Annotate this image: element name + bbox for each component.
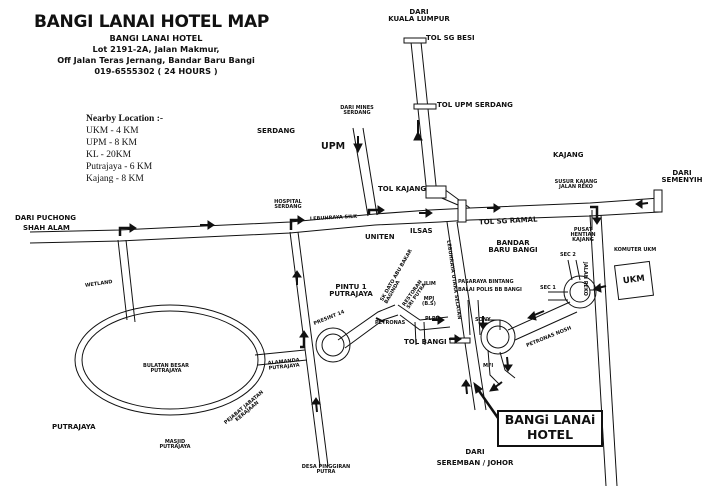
label-text: KAJANG [572, 237, 594, 243]
label-tol-upm-serdang: TOL UPM SERDANG [437, 101, 513, 109]
nearby-locations: Nearby Location :- UKM - 4 KM UPM - 8 KM… [86, 113, 163, 185]
label-ilsas: ILSAS [410, 227, 433, 235]
label-text: JALAN REKO [559, 184, 593, 190]
label-text: DARI PUCHONG [15, 214, 77, 222]
label-sony: SONY [475, 317, 491, 323]
label-kajang: KAJANG [553, 151, 584, 159]
label-text: SERDANG [343, 110, 371, 116]
label-desa-pinggiran-putra: DESA PINGGIRAN PUTRA [296, 465, 356, 475]
label-text: HENTIAN [570, 232, 596, 238]
hotel-name: BANGI LANAI HOTEL [109, 33, 203, 43]
label-mfi: MFI [483, 363, 494, 369]
label-dari-semenyih: DARI SEMENYIH [657, 170, 707, 184]
label-text: DARI [409, 8, 429, 16]
label-serdang: SERDANG [257, 127, 296, 135]
label-jalan-reko: JALAN REKO [582, 262, 588, 296]
label-komuter-ukm: KOMUTER UKM [614, 247, 657, 253]
ukm-building: UKM [614, 260, 654, 301]
label-text: PUSAT [573, 227, 593, 233]
label-dari-mines-serdang: DARI MINES SERDANG [332, 106, 382, 116]
label-ilim: ILIM [424, 281, 436, 287]
label-pasaraya-bintang: PASARAYA BINTANG BALAI POLIS BB BANGI [458, 278, 522, 294]
label-bandar-baru-bangi: BANDAR BARU BANGI [478, 240, 548, 254]
label-hospital-serdang: HOSPITAL SERDANG [268, 200, 308, 210]
label-sec-2: SEC 2 [560, 252, 576, 258]
label-text: PUTRAJAYA [150, 368, 182, 374]
label-dari-puchong: DARI PUCHONG SHAH ALAM [15, 213, 76, 233]
label-text: DESA PINGGIRAN [301, 464, 351, 470]
label-text: SEMENYIH [661, 176, 703, 184]
label-text: PUTRAJAYA [329, 290, 373, 298]
label-text: PUTRAJAYA [159, 444, 191, 450]
label-text: BARU BANGI [488, 246, 538, 254]
label-dari-kl: DARI KUALA LUMPUR [388, 8, 450, 23]
label-text: SERDANG [274, 204, 302, 210]
label-tol-sg-besi: TOL SG BESI [426, 34, 475, 42]
label-bulatan-besar-putrajaya: BULATAN BESAR PUTRAJAYA [138, 364, 194, 374]
nearby-item: Kajang - 8 KM [86, 174, 144, 184]
label-mpj: MPJ (B.S) [419, 297, 439, 307]
label-text: DARI [465, 448, 485, 456]
label-text: KUALA LUMPUR [388, 15, 450, 23]
label-text: BULATAN BESAR [143, 363, 189, 369]
label-upm: UPM [321, 141, 346, 152]
nearby-item: UPM - 8 KM [86, 138, 137, 148]
label-text: SUSUR KAJANG [554, 179, 598, 185]
label-pusat-hentian-kajang: PUSAT HENTIAN KAJANG [566, 228, 600, 243]
nearby-item: Putrajaya - 6 KM [86, 162, 153, 172]
label-tol-bangi: TOL BANGI [404, 338, 447, 346]
label-text: SEREMBAN / JOHOR [436, 459, 514, 467]
hotel-marker-box: BANGi LANAi HOTEL [497, 410, 603, 447]
label-pintu-1-putrajaya: PINTU 1 PUTRAJAYA [326, 284, 376, 298]
label-text: BALAI POLIS BB BANGI [458, 287, 522, 293]
address-line-1: Lot 2191-2A, Jalan Makmur, [92, 44, 220, 54]
label-text: (B.S) [422, 301, 436, 307]
hotel-marker-line1: BANGi LANAi [504, 412, 596, 427]
hotel-marker-line2: HOTEL [526, 427, 574, 442]
label-plpp: PLPP [425, 316, 440, 322]
nearby-item: UKM - 4 KM [86, 126, 139, 136]
label-text: PASARAYA BINTANG [458, 279, 514, 285]
label-sec-1: SEC 1 [540, 285, 556, 291]
label-text: BANDAR [496, 239, 530, 247]
nearby-item: KL - 20KM [86, 150, 132, 160]
label-tol-kajang: TOL KAJANG [378, 185, 427, 193]
hotel-address-block: BANGI LANAI HOTEL Lot 2191-2A, Jalan Mak… [40, 33, 272, 77]
label-petronas-west: PETRONAS [375, 320, 406, 326]
hotel-phone: 019-6555302 ( 24 HOURS ) [94, 66, 218, 76]
label-text: SHAH ALAM [23, 224, 70, 232]
label-dari-seremban-johor: DARI SEREMBAN / JOHOR [430, 447, 520, 469]
label-text: HOSPITAL [274, 199, 302, 205]
label-text: MASJID [164, 439, 186, 445]
label-text: DARI MINES [340, 105, 374, 111]
nearby-heading: Nearby Location :- [86, 114, 164, 124]
label-text: PINTU 1 [335, 283, 367, 291]
label-text: PUTRA [316, 469, 336, 475]
address-line-2: Off Jalan Teras Jernang, Bandar Baru Ban… [57, 55, 255, 65]
map-title: BANGI LANAI HOTEL MAP [34, 12, 270, 32]
label-text: DARI [672, 169, 692, 177]
label-putrajaya: PUTRAJAYA [52, 423, 96, 431]
label-masjid-putrajaya: MASJID PUTRAJAYA [155, 440, 195, 450]
label-text: MPJ [423, 296, 435, 302]
label-uniten: UNITEN [365, 233, 395, 241]
label-susur-kajang: SUSUR KAJANG JALAN REKO [550, 180, 602, 190]
